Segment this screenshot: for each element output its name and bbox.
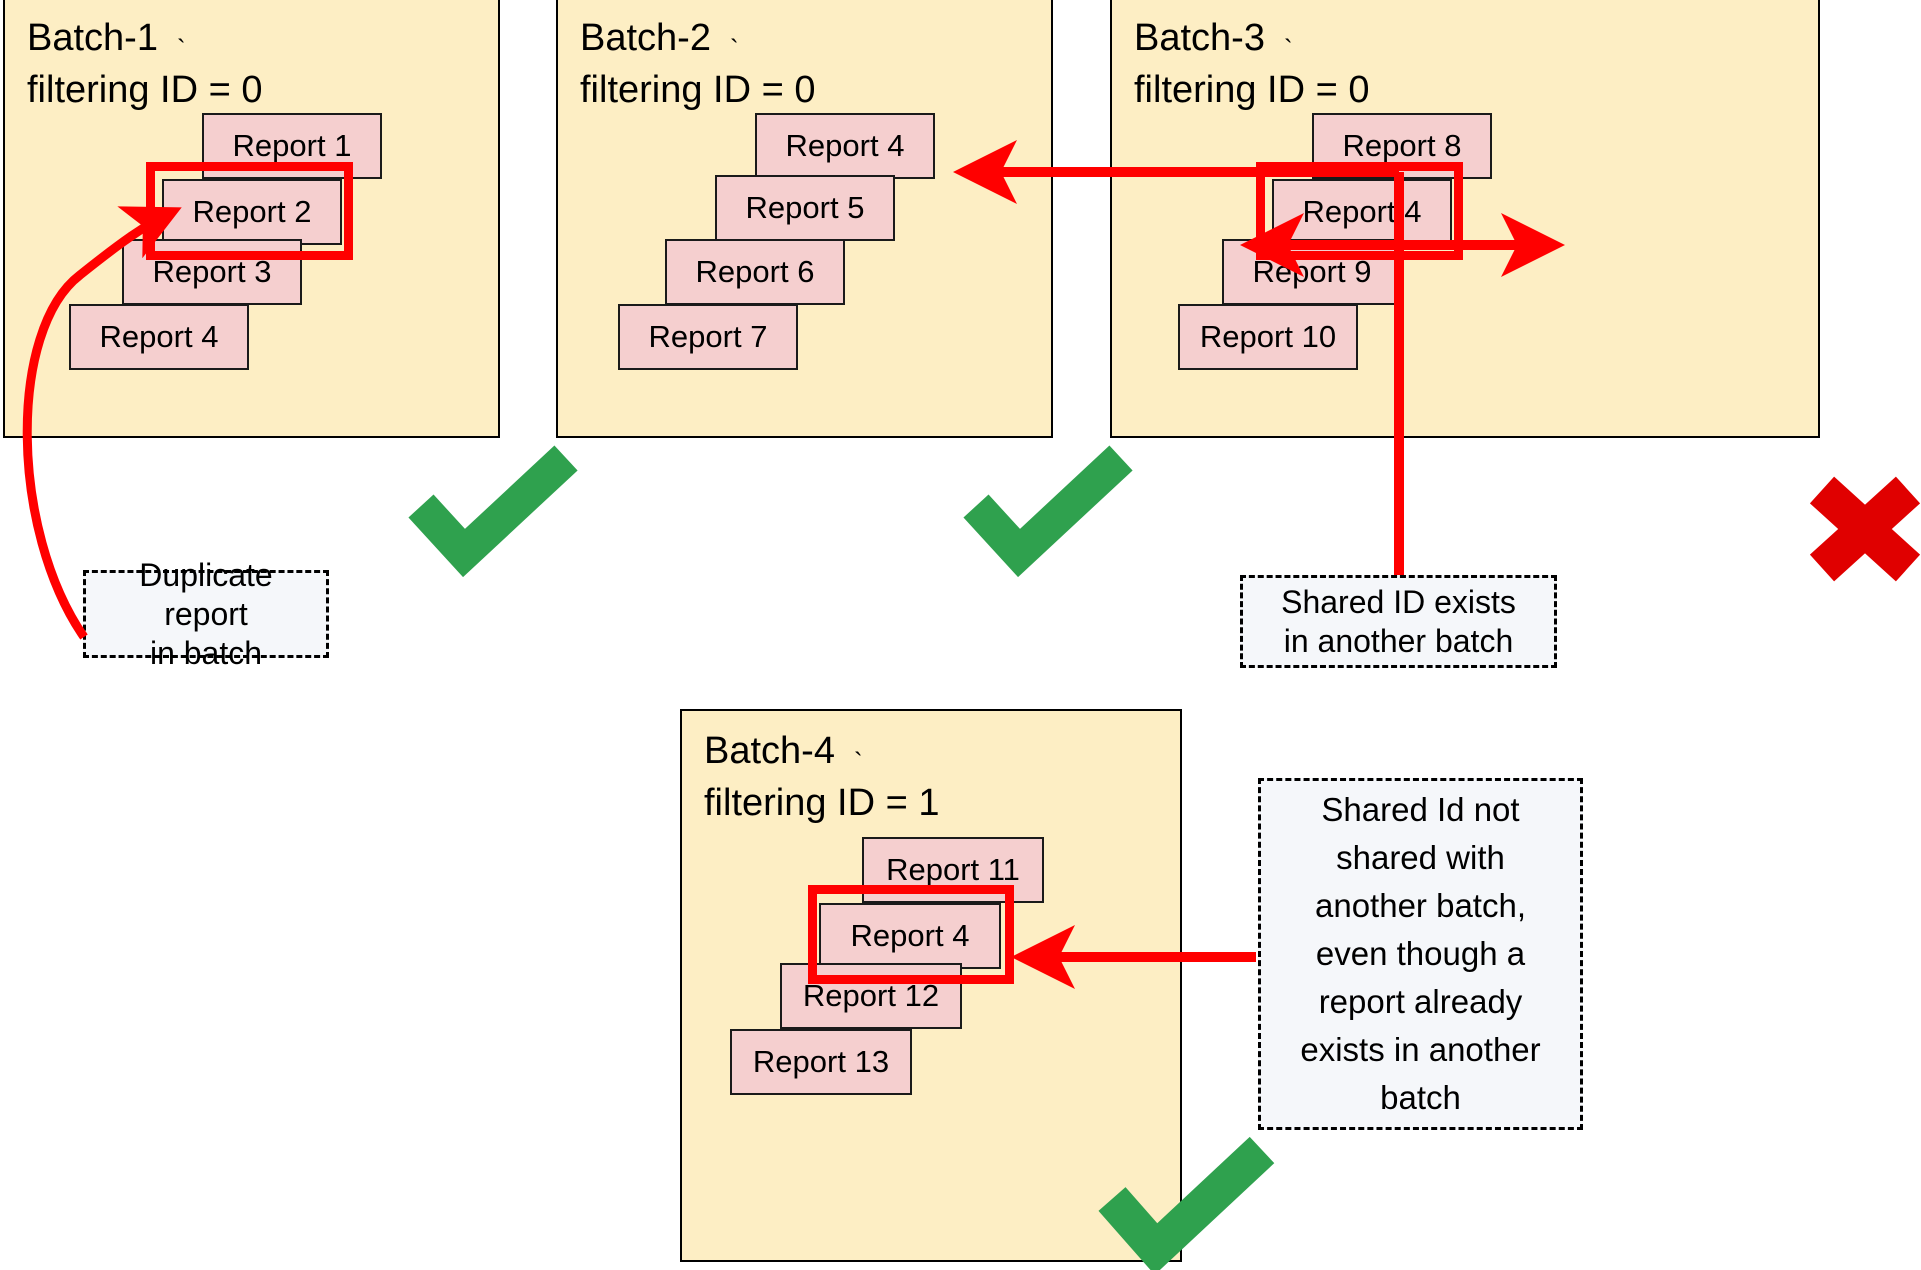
note-shared-exists-line-2: in another batch [1283,622,1514,659]
batch-2-check-mark-icon [963,445,1133,578]
note-shared-id-exists[interactable]: Shared ID exists in another batch [1240,575,1557,668]
batch-4-highlight-box [808,885,1014,984]
batch-4-tilde-mark: ` [854,747,863,777]
note-not-shared-line-3: another batch, [1315,887,1526,924]
batch-2-report-1[interactable]: Report 4 [755,113,935,179]
note-shared-id-not-shared[interactable]: Shared Id not shared with another batch,… [1258,778,1583,1130]
batch-3-highlight-box [1256,162,1463,260]
note-shared-exists-line-1: Shared ID exists [1281,583,1516,620]
batch-3-cross-mark-icon [1809,476,1921,582]
note-duplicate-report[interactable]: Duplicate report in batch [83,557,329,671]
batch-4-report-4[interactable]: Report 13 [730,1029,912,1095]
batch-4-report-2-label: Report 4 [850,918,970,953]
note-not-shared-line-5: report already [1318,983,1523,1020]
batch-4-report-4-label: Report 13 [752,1044,890,1079]
note-not-shared-line-4: even though a [1315,935,1526,972]
batch-1-tilde-mark: ` [177,34,186,64]
note-not-shared-line-7: batch [1380,1079,1461,1116]
batch-4-report-1-label: Report 11 [886,852,1020,887]
batch-2-report-3[interactable]: Report 6 [665,239,845,305]
batch-1-report-4[interactable]: Report 4 [69,304,249,370]
batch-2-report-1-label: Report 4 [785,128,905,163]
note-not-shared-line-1: Shared Id not [1321,791,1520,828]
note-duplicate-line-2: in batch [149,634,263,671]
batch-3-report-4[interactable]: Report 10 [1178,304,1358,370]
batch-2-report-2[interactable]: Report 5 [715,175,895,241]
batch-2-report-3-label: Report 6 [695,254,815,289]
batch-3-tilde-mark: ` [1284,34,1293,64]
batch-2-tilde-mark: ` [730,34,739,64]
batch-4-report-2[interactable]: Report 4 [819,903,1001,969]
batch-1-report-2-label: Report 2 [192,194,312,229]
note-duplicate-line-1: Duplicate report [139,556,273,632]
note-not-shared-line-2: shared with [1336,839,1505,876]
batch-2-report-4[interactable]: Report 7 [618,304,798,370]
batch-2-report-4-label: Report 7 [648,319,768,354]
batch-1-report-1-label: Report 1 [232,128,352,163]
batch-1-report-4-label: Report 4 [99,319,219,354]
batch-3-report-4-label: Report 10 [1199,319,1337,354]
batch-2-report-2-label: Report 5 [745,190,865,225]
batch-1-check-mark-icon [408,445,578,578]
note-not-shared-line-6: exists in another [1300,1031,1541,1068]
batch-1-highlight-box [146,162,353,260]
batch-3-report-1-label: Report 8 [1342,128,1462,163]
